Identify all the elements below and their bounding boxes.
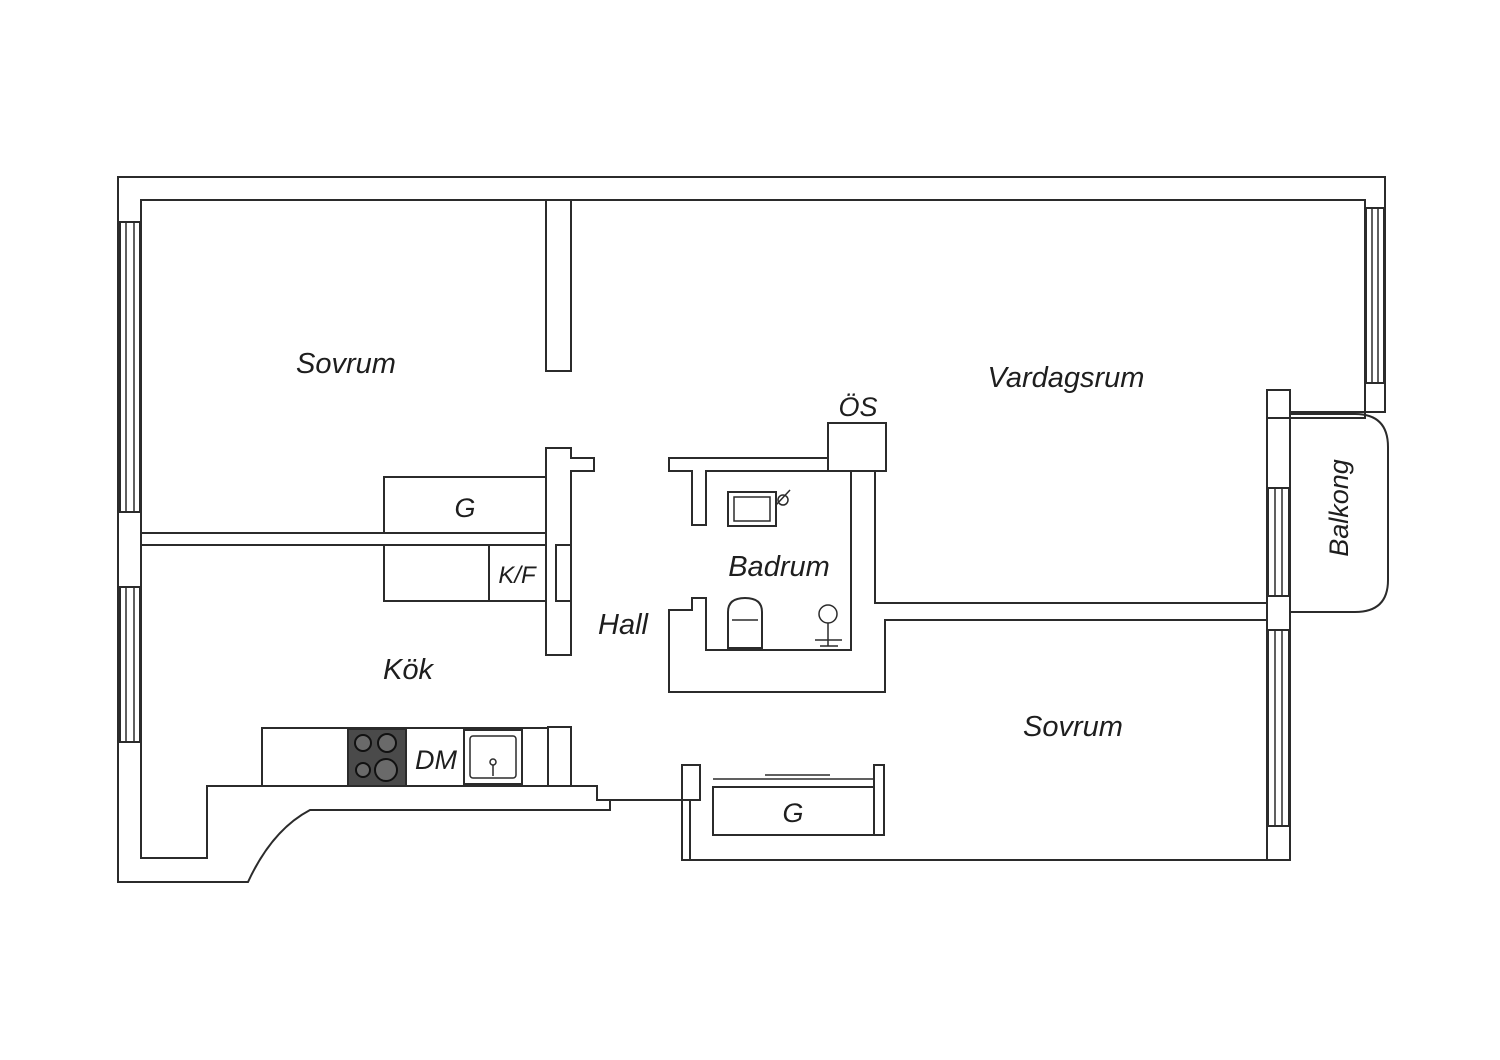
label-wardrobe-top: G: [454, 493, 475, 523]
room-label-living-room: Vardagsrum: [988, 362, 1145, 394]
label-fridge-freezer: K/F: [498, 562, 537, 589]
stove-burners: [354, 733, 398, 782]
toilet: [727, 596, 763, 649]
interior-walls: [140, 199, 1291, 836]
label-wardrobe-bottom: G: [782, 798, 803, 828]
wardrobe-bottom: [712, 786, 875, 836]
room-label-bedroom-bottom: Sovrum: [1023, 711, 1123, 743]
shaft-box: [827, 422, 887, 472]
shower: [815, 604, 842, 647]
room-label-balcony: Balkong: [1324, 459, 1354, 557]
room-label-bathroom: Badrum: [728, 551, 830, 583]
room-label-hall: Hall: [598, 609, 650, 641]
balcony-outline: [1290, 413, 1389, 613]
windows: [119, 207, 1385, 827]
fridge-freezer-unit: [383, 544, 547, 602]
label-shaft: ÖS: [838, 392, 877, 422]
wardrobe-top: [383, 476, 547, 534]
label-dishwasher: DM: [415, 745, 457, 775]
room-label-kitchen: Kök: [383, 654, 434, 686]
room-label-bedroom-top: Sovrum: [296, 348, 396, 380]
